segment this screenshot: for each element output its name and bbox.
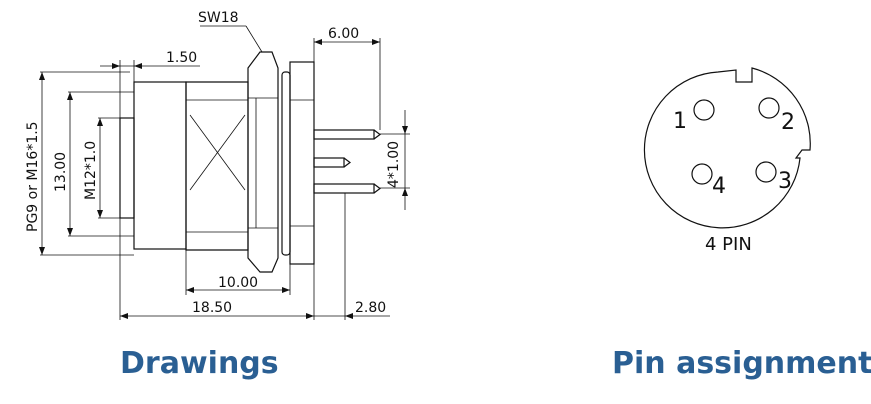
drawings-caption: Drawings bbox=[120, 346, 279, 381]
pin bbox=[313, 157, 345, 168]
panel-washer bbox=[281, 71, 291, 256]
dim-pitch: 4*1.00 bbox=[386, 141, 402, 188]
hex-nut bbox=[247, 51, 279, 273]
pin-label-4: 4 bbox=[712, 174, 726, 199]
pin-hole-4 bbox=[691, 163, 713, 185]
pin-label-3: 3 bbox=[778, 169, 792, 194]
dim-pin-offset: 2.80 bbox=[355, 300, 386, 316]
pin-label-2: 2 bbox=[781, 110, 795, 135]
connector-drawing: SW18 6.00 1.50 4*1.00 PG9 or M16*1.5 13.… bbox=[25, 10, 410, 320]
arrowheads bbox=[39, 39, 408, 319]
front-plate bbox=[289, 61, 315, 265]
dim-total-length: 18.50 bbox=[192, 300, 232, 316]
dim-thread-outer: PG9 or M16*1.5 bbox=[25, 121, 41, 232]
solder-pins bbox=[313, 129, 381, 194]
connector-face-outline bbox=[643, 67, 811, 229]
dim-body-length: 10.00 bbox=[218, 275, 258, 291]
dim-sw: SW18 bbox=[198, 10, 239, 26]
dim-diameter: 13.00 bbox=[53, 152, 69, 192]
dim-top-left: 1.50 bbox=[166, 50, 197, 66]
pin-assignment-diagram: 1 2 3 4 4 PIN bbox=[643, 67, 811, 255]
thread-shaft bbox=[133, 81, 187, 250]
rear-thread-step bbox=[119, 117, 135, 219]
dim-thread-inner: M12*1.0 bbox=[83, 141, 99, 200]
pin-label-1: 1 bbox=[673, 109, 687, 134]
pin-hole-3 bbox=[755, 161, 777, 183]
body-section bbox=[185, 81, 249, 251]
pin bbox=[313, 129, 375, 140]
pin-hole-2 bbox=[758, 97, 780, 119]
sw-leader bbox=[245, 25, 263, 53]
pin-hole-1 bbox=[693, 99, 715, 121]
pin-count-label: 4 PIN bbox=[705, 234, 752, 255]
dim-top-right: 6.00 bbox=[328, 26, 359, 42]
pin bbox=[313, 183, 375, 194]
pin-assignment-caption: Pin assignment bbox=[612, 346, 871, 381]
